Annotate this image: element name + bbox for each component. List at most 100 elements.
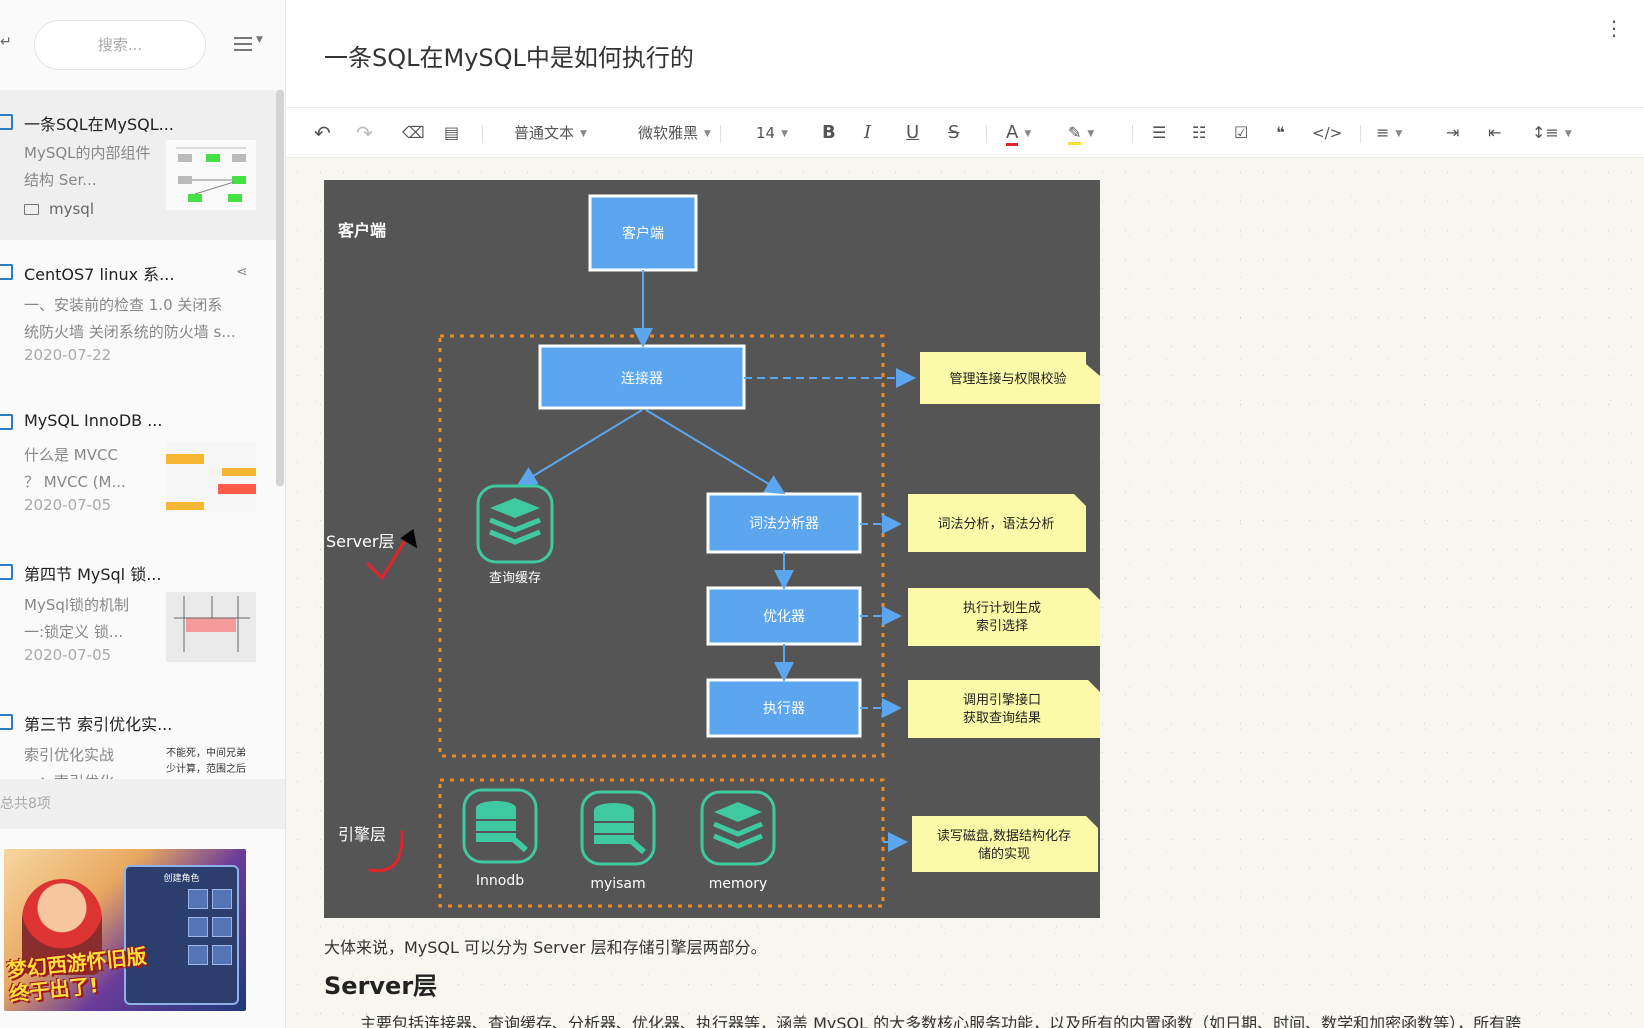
note-snippet-line2: 统防火墙 关闭系统的防火墙 s... [24,323,236,341]
line-height-icon: ↕≡ [1532,123,1559,142]
document-header: 一条SQL在MySQL中是如何执行的 ⋮ [286,0,1644,108]
eraser-icon[interactable]: ⌫ [402,123,425,142]
checklist-icon[interactable]: ☑ [1234,123,1249,142]
query-cache-label: 查询缓存 [489,571,541,586]
innodb-icon [462,788,538,864]
note-item[interactable]: MySQL InnoDB ... 什么是 MVCC ？ MVCC (M... 2… [0,390,276,540]
client-box [588,194,698,272]
note-connector [920,352,1100,404]
font-color-letter: A [1006,122,1019,146]
document-title[interactable]: 一条SQL在MySQL中是如何执行的 [324,44,694,72]
document-icon [0,564,13,580]
italic-button[interactable]: I [864,122,872,143]
server-layer-boundary [438,334,885,758]
line-height-button[interactable]: ↕≡▼ [1532,122,1572,144]
undo-icon[interactable]: ↶ [314,121,331,145]
chevron-down-icon: ▼ [1395,129,1403,139]
ad-slot [188,945,208,965]
region-label-engine: 引擎层 [338,825,386,844]
ad-character-image [22,879,102,975]
highlight-button[interactable]: ✎▼ [1068,122,1094,145]
connector-label: 连接器 [621,370,663,387]
note-thumbnail-text: 不能死，中间兄弟 少计算，范围之后 [166,746,262,778]
font-family-value: 微软雅黑 [638,124,699,142]
chevron-down-icon: ▼ [580,129,587,139]
bold-button[interactable]: B [822,122,836,143]
note-item[interactable]: 第四节 MySql 锁... MySql锁的机制 一:锁定义 锁... 2020… [0,540,276,690]
highlighter-icon: ✎ [1068,123,1082,145]
note-lexer-text: 词法分析，语法分析 [937,517,1054,532]
more-options-icon[interactable]: ⋮ [1604,16,1624,40]
executor-box [706,678,862,738]
chevron-down-icon: ▼ [781,129,789,139]
arrow-connector-lexer [645,409,786,495]
section-heading: Server层 [324,972,438,1000]
memory-label: memory [709,876,768,892]
ad-slot [188,889,208,909]
note-title: 一条SQL在MySQL... [24,115,174,134]
font-color-button[interactable]: A▼ [1006,122,1031,146]
note-connector-text: 管理连接与权限校验 [949,371,1066,387]
query-cache-icon [476,484,554,564]
note-engine [912,816,1098,872]
note-thumbnail [166,592,256,662]
ad-character-panel: 创建角色 [124,865,239,1005]
note-title: 第三节 索引优化实... [24,715,173,734]
back-icon[interactable]: ↵ [0,34,12,50]
note-item-active[interactable]: 一条SQL在MySQL... MySQL的内部组件结构 Ser... mysql [0,90,276,240]
list-icon [234,37,252,51]
bullet-list-icon[interactable]: ☰ [1152,123,1167,142]
sidebar-scrollbar[interactable] [276,90,284,486]
strikethrough-button[interactable]: S [948,122,960,143]
code-icon[interactable]: </> [1312,124,1343,142]
thumb-text-line2: 少计算，范围之后 [166,764,246,775]
note-executor [908,680,1100,738]
quote-icon[interactable]: ❝ [1276,123,1285,142]
mysql-architecture-diagram: 客户端 Server层 引擎层 客户端 连接器 词法分析器 优化器 [324,180,1100,918]
list-view-toggle[interactable]: ▼ [234,35,266,55]
note-count: 总共8项 [0,779,285,829]
note-optimizer-text-1: 执行计划生成 [963,601,1041,616]
myisam-label: myisam [590,876,645,892]
note-item[interactable]: CentOS7 linux 系... ⋖ 一、安装前的检查 1.0 关闭系 统防… [0,240,276,390]
executor-label: 执行器 [763,701,805,717]
paragraph-style-select[interactable]: 普通文本▼ [514,122,587,144]
underline-button[interactable]: U [906,122,920,143]
share-icon[interactable]: ⋖ [236,264,248,280]
toolbar-divider [1360,125,1361,143]
indent-icon[interactable]: ⇥ [1446,123,1460,142]
numbered-list-icon[interactable]: ☷ [1192,123,1207,142]
note-date: 2020-07-05 [24,646,112,664]
arrow-connector-cache [516,409,643,487]
redo-icon[interactable]: ↷ [356,121,373,145]
note-snippet-line2: ？ MVCC (M... [24,473,126,491]
editor-toolbar: ↶ ↷ ⌫ ▤ 普通文本▼ 微软雅黑▼ 14▼ B I U S A▼ ✎▼ ☰ … [286,108,1644,158]
red-check-mark [366,540,406,581]
outdent-icon[interactable]: ⇤ [1488,123,1502,142]
note-snippet-line1: 索引优化实战 [24,746,115,764]
optimizer-label: 优化器 [763,609,805,625]
search-input[interactable]: 搜索... [34,20,206,70]
ad-slot [212,889,232,909]
note-thumbnail [166,442,256,512]
align-button[interactable]: ≡▼ [1376,122,1402,144]
engine-layer-boundary [438,778,885,908]
myisam-icon [580,790,656,866]
note-executor-text-2: 获取查询结果 [963,711,1041,726]
format-painter-icon[interactable]: ▤ [444,123,460,142]
note-title: MySQL InnoDB ... [24,411,163,430]
ad-slot [212,917,232,937]
note-optimizer-text-2: 索引选择 [976,619,1028,634]
advertisement-banner[interactable]: 创建角色 梦幻西游怀旧版 终于出了! [4,849,246,1011]
document-body[interactable]: 客户端 Server层 引擎层 客户端 连接器 词法分析器 优化器 [286,158,1644,1028]
diagram-svg: 客户端 Server层 引擎层 客户端 连接器 词法分析器 优化器 [326,194,1100,908]
note-snippet: MySQL的内部组件结构 Ser... [24,144,151,189]
font-family-select[interactable]: 微软雅黑▼ [638,122,711,144]
document-icon [0,714,13,730]
note-date: 2020-07-05 [24,496,112,514]
note-title: 第四节 MySql 锁... [24,565,162,584]
note-thumbnail [166,140,256,210]
note-engine-text-2: 储的实现 [978,846,1030,862]
note-item[interactable]: 第三节 索引优化实... 索引优化实战 一：索引优化 不能死，中间兄弟 少计算，… [0,690,276,780]
font-size-select[interactable]: 14▼ [756,122,788,144]
